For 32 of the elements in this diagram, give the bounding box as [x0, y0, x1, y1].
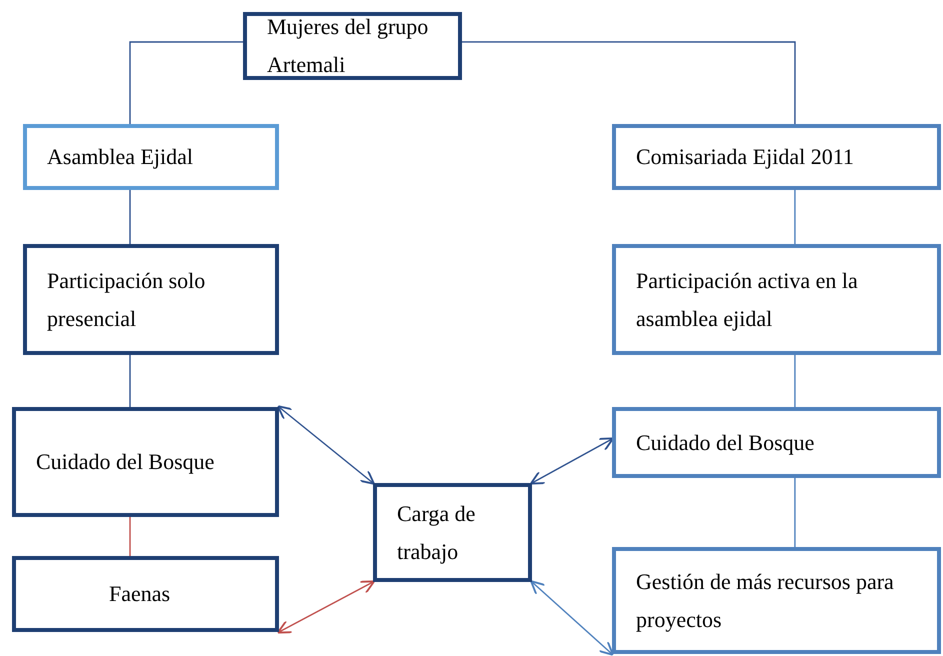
connector-line: [794, 478, 796, 547]
box-text: Participación solo presencial: [47, 266, 206, 333]
box-text: Gestión de más recursos para proyectos: [636, 568, 895, 634]
text-box: [612, 407, 941, 478]
connector-line: [129, 355, 131, 407]
text-box: [243, 12, 462, 80]
box-text: Mujeres del grupo Artemali: [267, 13, 430, 79]
arrow: [277, 405, 375, 485]
connector-line: [794, 190, 796, 244]
box-text: Faenas: [108, 580, 170, 608]
box-text: Participación activa en la asamblea ejidal: [636, 266, 859, 333]
text-box: [612, 124, 941, 190]
text-box: [12, 556, 279, 632]
text-box: [612, 547, 941, 654]
arrow: [276, 580, 376, 634]
text-box: [23, 124, 279, 190]
connector-line: [129, 517, 131, 556]
box-text: Cuidado del Bosque: [636, 428, 814, 457]
text-box: [373, 483, 532, 582]
box-text: Comisariada Ejidal 2011: [636, 143, 854, 171]
text-box: [23, 244, 279, 355]
arrow: [530, 437, 614, 485]
connector-line: [794, 355, 796, 407]
text-box: [612, 244, 941, 355]
box-text: Cuidado del Bosque: [36, 448, 214, 476]
connector-line: [462, 41, 796, 124]
connector-line: [129, 41, 243, 124]
connector-line: [129, 190, 131, 244]
arrow: [530, 580, 614, 656]
box-text: Carga de trabajo: [397, 500, 476, 566]
box-text: Asamblea Ejidal: [47, 143, 194, 171]
text-box: [12, 407, 279, 517]
